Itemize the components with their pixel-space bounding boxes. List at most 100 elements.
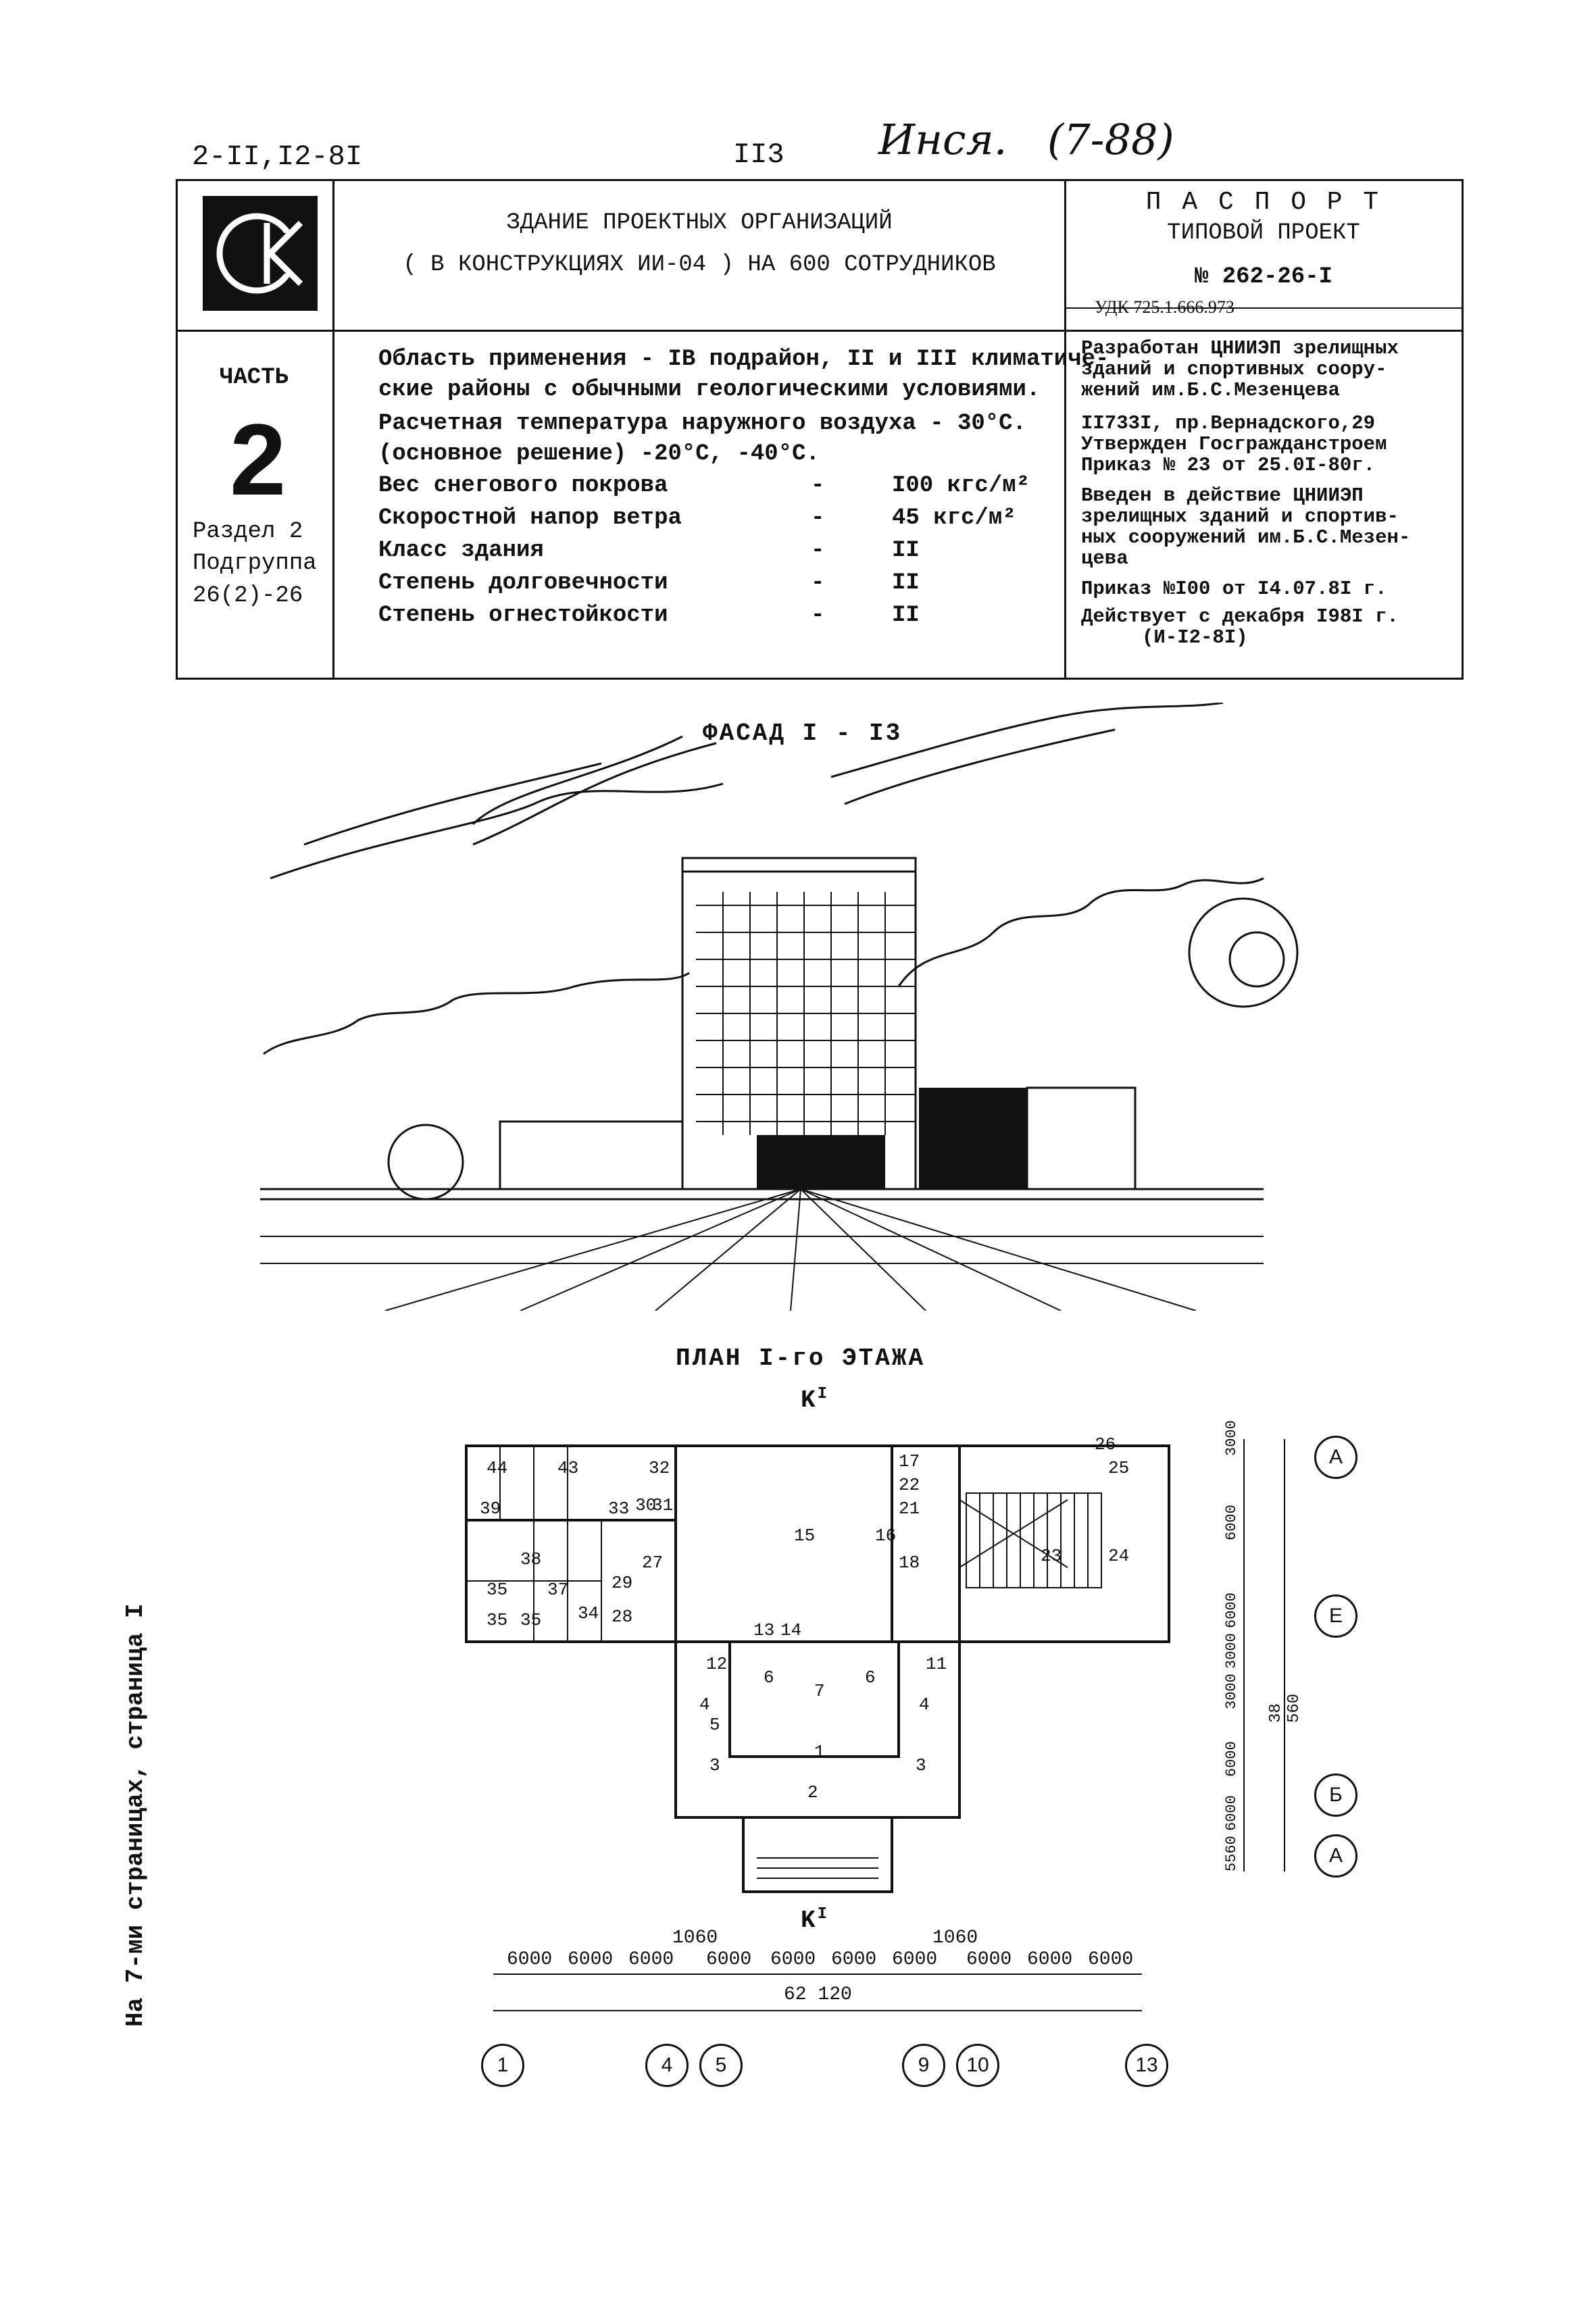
param-name: Вес снегового покрова: [378, 473, 668, 499]
param-value: 45 кгс/м²: [892, 505, 1016, 531]
param-value: II: [892, 538, 920, 563]
param-row: Класс здания - II: [378, 538, 1054, 569]
axis-marker-top: А: [1314, 1436, 1357, 1479]
param-dash: -: [811, 603, 825, 628]
param-name: Степень огнестойкости: [378, 603, 668, 628]
developer-line: Разработан ЦНИИЭП зрелищных: [1081, 337, 1399, 359]
section-mark-label: I: [817, 1905, 830, 1923]
dim-label: 6000: [1223, 1505, 1240, 1540]
side-note: На 7-ми страницах, страница I: [122, 1603, 149, 2027]
svg-text:1: 1: [814, 1742, 825, 1762]
project-number: № 262-26-I: [1194, 264, 1333, 290]
svg-text:37: 37: [547, 1580, 568, 1600]
total-depth: 38 560: [1267, 1693, 1303, 1723]
svg-text:33: 33: [608, 1499, 629, 1519]
axis-marker-bottom: А: [1314, 1834, 1357, 1878]
svg-text:28: 28: [612, 1607, 632, 1627]
project-title-1: ЗДАНИЕ ПРОЕКТНЫХ ОРГАНИЗАЦИЙ: [506, 210, 893, 236]
plan-caption: ПЛАН I-го ЭТАЖА: [676, 1344, 926, 1372]
svg-text:35: 35: [487, 1580, 507, 1600]
developer-line: зданий и спортивных соору-: [1081, 358, 1387, 380]
axis-marker-b: Б: [1314, 1774, 1357, 1817]
svg-text:44: 44: [487, 1458, 507, 1478]
temp-line-1: Расчетная температура наружного воздуха …: [378, 411, 1026, 436]
svg-text:4: 4: [699, 1694, 710, 1715]
dim-label: 6000: [966, 1949, 1012, 1970]
svg-text:29: 29: [612, 1573, 632, 1593]
svg-text:38: 38: [520, 1549, 541, 1569]
doc-type: П А С П О Р Т: [1145, 188, 1382, 217]
svg-text:22: 22: [899, 1475, 920, 1495]
effective-line: Действует с декабря I98I г.: [1081, 605, 1399, 628]
handwritten-note: Инся.: [878, 115, 1007, 164]
svg-text:43: 43: [557, 1458, 578, 1478]
address-line: II733I, пр.Вернадского,29: [1081, 412, 1376, 434]
svg-text:16: 16: [875, 1526, 896, 1546]
order-line: Приказ №I00 от I4.07.8I г.: [1081, 578, 1387, 600]
dim-label: 6000: [1088, 1949, 1134, 1970]
enacted-line: цева: [1081, 547, 1128, 570]
dim-label: 6000: [892, 1949, 938, 1970]
axis-marker-1: 1: [481, 2044, 524, 2087]
enacted-line: зрелищных зданий и спортив-: [1081, 505, 1399, 528]
right-dimensions: 3000 6000 6000 3000 3000 6000 6000 5560 …: [1216, 1420, 1311, 1871]
axis-marker-9: 9: [902, 2044, 945, 2087]
param-row: Скоростной напор ветра - 45 кгс/м²: [378, 505, 1054, 536]
svg-text:5: 5: [709, 1715, 720, 1735]
dim-label: 3000: [1223, 1674, 1240, 1709]
param-row: Степень долговечности - II: [378, 570, 1054, 601]
developer-line: жений им.Б.С.Мезенцева: [1081, 379, 1340, 401]
svg-text:6: 6: [865, 1667, 876, 1688]
enacted-line: Введен в действие ЦНИИЭП: [1081, 484, 1364, 507]
total-width: 62 120: [784, 1984, 852, 2005]
svg-text:13: 13: [753, 1620, 774, 1640]
joint-dim: 1060: [932, 1928, 978, 1948]
dim-label: 6000: [628, 1949, 674, 1970]
dim-label: 6000: [706, 1949, 752, 1970]
dim-label: 3000: [1223, 1420, 1240, 1456]
dim-label: 6000: [1223, 1741, 1240, 1777]
dim-label: 6000: [1223, 1592, 1240, 1628]
svg-text:18: 18: [899, 1553, 920, 1573]
enacted-line: ных сооружений им.Б.С.Мезен-: [1081, 526, 1411, 549]
series-code: 2-II,I2-8I: [192, 141, 363, 173]
svg-text:32: 32: [649, 1458, 670, 1478]
param-dash: -: [811, 570, 825, 596]
dim-label: 6000: [568, 1949, 614, 1970]
svg-text:6: 6: [764, 1667, 774, 1688]
dim-label: 5560: [1223, 1836, 1240, 1871]
svg-text:12: 12: [706, 1654, 727, 1674]
svg-text:27: 27: [642, 1553, 663, 1573]
params-list: Вес снегового покрова - I00 кгс/м² Скоро…: [378, 473, 1054, 642]
axis-marker-e: Е: [1314, 1594, 1357, 1638]
section: Раздел 2: [193, 519, 303, 545]
facade-drawing: [260, 703, 1299, 1311]
svg-text:7: 7: [814, 1681, 825, 1701]
dim-label: 3000: [1223, 1633, 1240, 1669]
section-mark-bottom: KI: [801, 1905, 830, 1934]
ck-logo-icon: [216, 213, 303, 294]
param-row: Степень огнестойкости - II: [378, 603, 1054, 634]
approval-line: Утвержден Госгражданстроем: [1081, 433, 1387, 455]
param-row: Вес снегового покрова - I00 кгс/м²: [378, 473, 1054, 504]
udk: УДК 725.1.666.973: [1095, 297, 1235, 317]
svg-text:35: 35: [487, 1610, 507, 1630]
part-number: 2: [230, 403, 286, 516]
approval-line: Приказ № 23 от 25.0I-80г.: [1081, 454, 1376, 476]
project-title-2: ( В КОНСТРУКЦИЯХ ИИ-04 ) НА 600 СОТРУДНИ…: [403, 252, 996, 278]
dim-label: 6000: [1027, 1949, 1073, 1970]
logo: [203, 196, 318, 311]
subgroup: Подгруппа: [193, 551, 317, 576]
param-dash: -: [811, 473, 825, 499]
joint-dim: 1060: [672, 1928, 718, 1948]
param-name: Скоростной напор ветра: [378, 505, 682, 531]
axis-marker-10: 10: [956, 2044, 999, 2087]
part-word: ЧАСТЬ: [220, 365, 289, 391]
svg-text:17: 17: [899, 1451, 920, 1472]
param-dash: -: [811, 538, 825, 563]
floor-plan: 1 2 3 3 4 4 5 6 6 7 11 12 13 14 15 16 17…: [465, 1434, 1170, 1893]
subgroup-code: 26(2)-26: [193, 583, 303, 609]
dim-label: 6000: [507, 1949, 553, 1970]
page-number: II3: [733, 139, 784, 171]
svg-text:11: 11: [926, 1654, 947, 1674]
